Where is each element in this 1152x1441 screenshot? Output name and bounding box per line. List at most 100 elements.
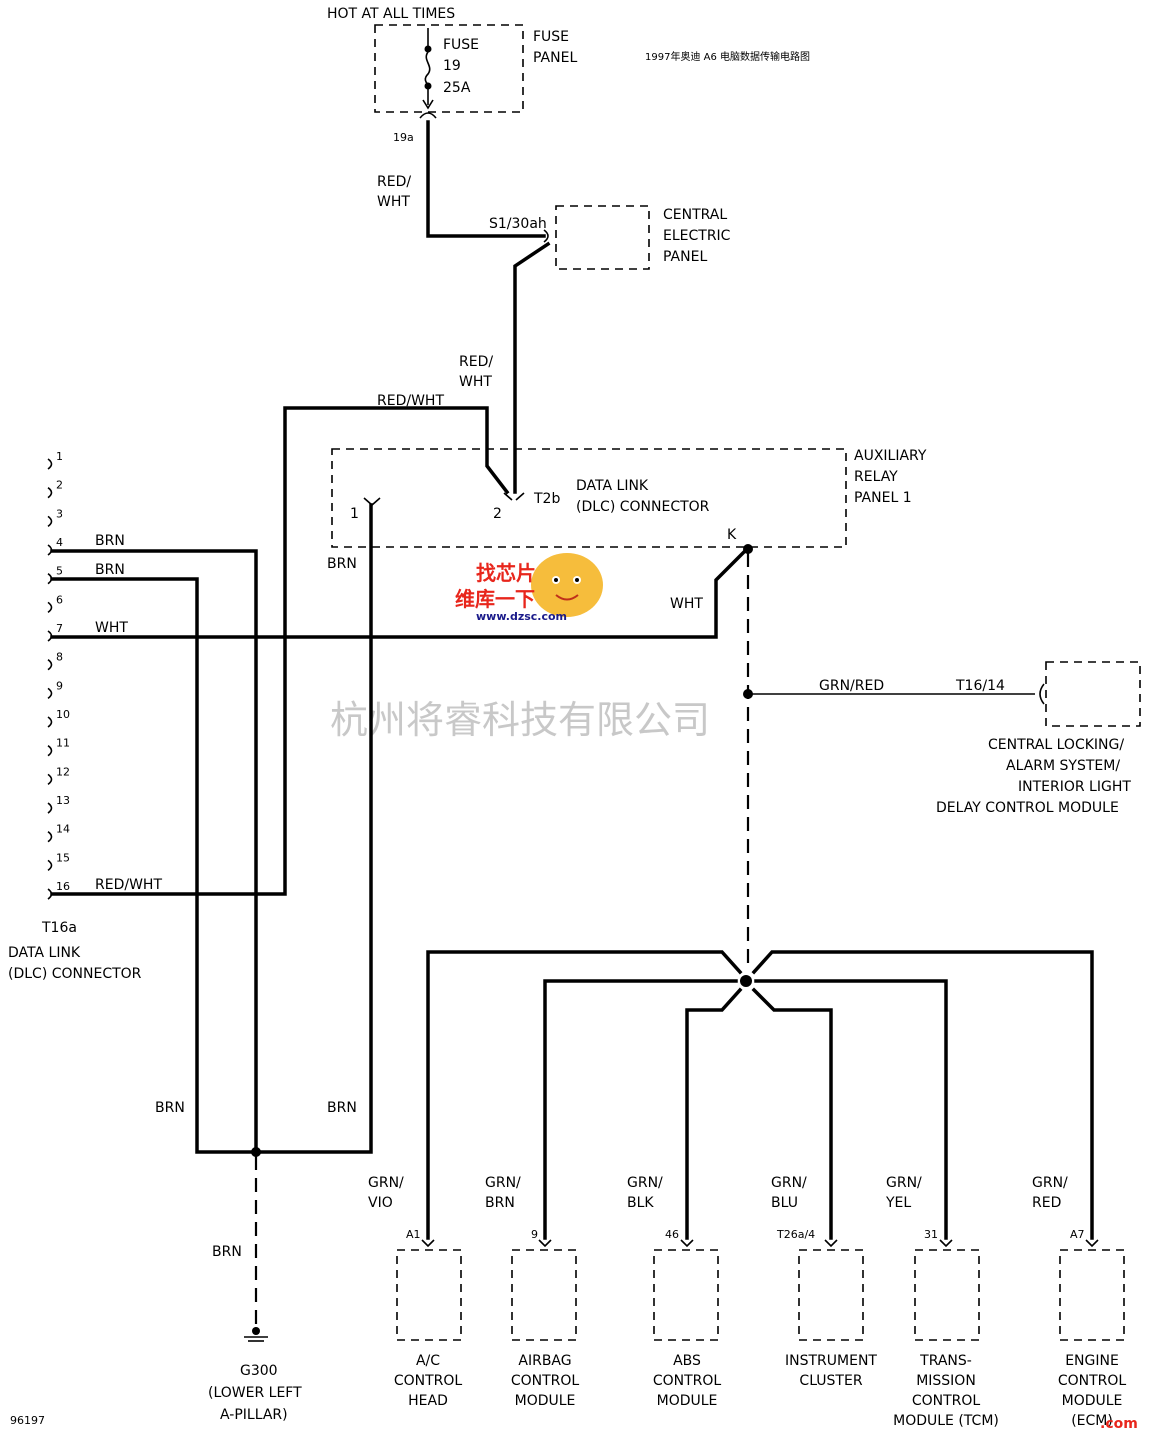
- logo-bottom-text: 维库一下: [455, 587, 535, 611]
- module-box: [511, 1249, 577, 1341]
- module-name-line: CONTROL: [653, 1373, 722, 1389]
- aux-pin-k-label: K: [727, 527, 737, 543]
- central-panel-label-3: PANEL: [663, 249, 707, 265]
- wire-brn-pin4: [50, 549, 258, 1154]
- riser-wire-red-wht: [513, 241, 551, 494]
- dlc-pin-symbol: [47, 487, 53, 499]
- module-box: [396, 1249, 462, 1341]
- module-name-line: ENGINE: [1065, 1353, 1119, 1369]
- module-wire-label-1: GRN/: [1032, 1175, 1068, 1191]
- ground-splice: [251, 1147, 261, 1157]
- module-wire-label-1: GRN/: [771, 1175, 807, 1191]
- dlc-pin5-wire-label: BRN: [95, 562, 125, 578]
- ground-brn-right-label: BRN: [327, 1100, 357, 1116]
- fuse-label-1: FUSE: [443, 37, 479, 53]
- wire-wht-pin7: [50, 548, 748, 639]
- fuse-terminal-label: 19a: [393, 131, 414, 144]
- dlc-pin-symbol: [47, 630, 53, 642]
- fuse-panel-box: [374, 24, 524, 113]
- dlc-pin-number: 3: [56, 507, 63, 520]
- dlc-pin-symbol: [47, 888, 53, 900]
- supply-wire-label-2: WHT: [377, 194, 410, 210]
- module-name-line: A/C: [416, 1353, 440, 1369]
- module-terminal-label: A7: [1070, 1228, 1085, 1241]
- central-locking-module-box: [1045, 661, 1141, 727]
- central-locking-label-3: INTERIOR LIGHT: [1018, 779, 1131, 795]
- module-wire-label-2: RED: [1032, 1195, 1061, 1211]
- module-terminal-label: 31: [924, 1228, 938, 1241]
- supply-wire-red-wht: [426, 120, 546, 238]
- module-terminal-symbol: [538, 1239, 552, 1248]
- aux-dlc-label-1: DATA LINK: [576, 478, 649, 494]
- central-locking-terminal-label: T16/14: [955, 678, 1005, 694]
- module-name-line: HEAD: [408, 1393, 448, 1409]
- central-electric-panel-box: [555, 205, 650, 270]
- central-locking-terminal-symbol: [1039, 683, 1045, 705]
- dlc-pin-number: 16: [56, 880, 70, 893]
- module-name-line: MODULE (TCM): [893, 1413, 999, 1429]
- module-name-line: CONTROL: [1058, 1373, 1127, 1389]
- central-locking-label-4: DELAY CONTROL MODULE: [936, 800, 1119, 816]
- module-box: [914, 1249, 980, 1341]
- dlc-pin-symbol: [47, 745, 53, 757]
- dlc-pin-number: 14: [56, 823, 70, 836]
- module-name-line: CONTROL: [511, 1373, 580, 1389]
- module-terminal-symbol: [680, 1239, 694, 1248]
- wire-bus-ac: [426, 950, 743, 1240]
- central-locking-label-1: CENTRAL LOCKING/: [988, 737, 1124, 753]
- module-name-line: (ECM): [1071, 1413, 1113, 1429]
- supply-wire-label-1: RED/: [377, 174, 411, 190]
- module-terminal-label: 9: [531, 1228, 538, 1241]
- splice-central-locking: [743, 689, 753, 699]
- central-panel-terminal-label: S1/30ah: [489, 216, 547, 232]
- module-box: [1059, 1249, 1125, 1341]
- dlc-pin-symbol: [47, 831, 53, 843]
- module-wire-label-2: VIO: [368, 1195, 393, 1211]
- dlc-pin-number: 12: [56, 765, 70, 778]
- central-locking-wire-label: GRN/RED: [819, 678, 884, 694]
- central-panel-label-1: CENTRAL: [663, 207, 727, 223]
- dlc-pin-number: 13: [56, 794, 70, 807]
- module-wire-label-1: GRN/: [485, 1175, 521, 1191]
- top-wire-label: RED/WHT: [377, 393, 444, 409]
- aux-brn-label: BRN: [327, 556, 357, 572]
- dlc-left-connector-id: T16a: [41, 920, 77, 936]
- module-name-line: ABS: [673, 1353, 701, 1369]
- wire-bus-tcm: [754, 979, 948, 1240]
- aux-panel-label-1: AUXILIARY: [854, 448, 927, 464]
- dlc-pin-symbol: [47, 716, 53, 728]
- module-terminal-symbol: [939, 1239, 953, 1248]
- dlc-pin4-wire-label: BRN: [95, 533, 125, 549]
- figure-code: 96197: [10, 1414, 45, 1427]
- dlc-pin-number: 2: [56, 479, 63, 492]
- riser-wire-label-2: WHT: [459, 374, 492, 390]
- logo-url-text: www.dzsc.com: [476, 610, 567, 623]
- ground-brn-left-label: BRN: [155, 1100, 185, 1116]
- ground-id-label: G300: [240, 1363, 278, 1379]
- fuse-symbol: [419, 28, 437, 119]
- dlc-pin16-wire-label: RED/WHT: [95, 877, 162, 893]
- wire-brn-pin5: [50, 577, 258, 1154]
- wire-bus-airbag: [543, 979, 738, 1240]
- module-wire-label-1: GRN/: [886, 1175, 922, 1191]
- module-name-line: CONTROL: [912, 1393, 981, 1409]
- dlc-pin-number: 8: [56, 651, 63, 664]
- module-box: [653, 1249, 719, 1341]
- dlc-pin-number: 6: [56, 593, 63, 606]
- aux-pin2-label: 2: [493, 506, 502, 522]
- ground-label-2: (LOWER LEFT: [208, 1385, 302, 1401]
- fuse-panel-label-1: FUSE: [533, 29, 569, 45]
- dlc-left-label-2: (DLC) CONNECTOR: [8, 966, 142, 982]
- module-wire-label-1: GRN/: [627, 1175, 663, 1191]
- central-panel-terminal-symbol: [543, 229, 549, 243]
- aux-panel-label-2: RELAY: [854, 469, 898, 485]
- bus-splice: [740, 975, 752, 987]
- hot-at-all-times-label: HOT AT ALL TIMES: [327, 6, 455, 22]
- ground-label-3: A-PILLAR): [220, 1407, 288, 1423]
- module-terminal-label: 46: [665, 1228, 679, 1241]
